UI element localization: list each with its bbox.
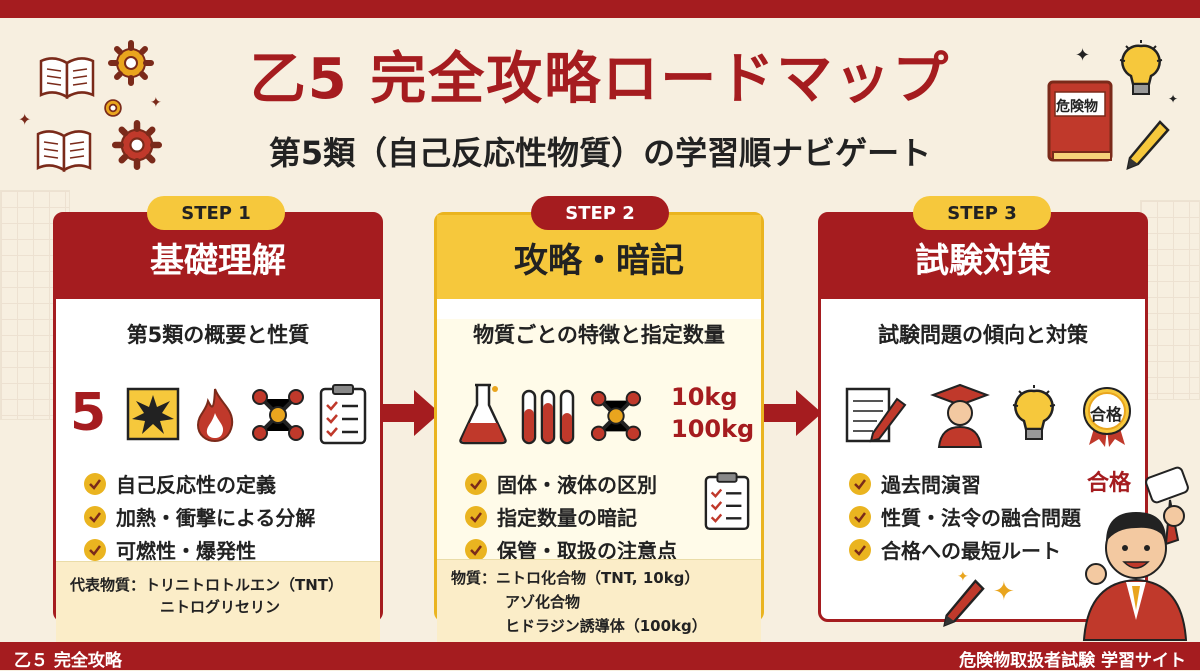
sparkle-icon: ✦ <box>993 577 1015 607</box>
check-icon <box>465 472 487 495</box>
pencil-icon <box>1126 120 1170 171</box>
lightbulb-icon <box>1012 385 1056 440</box>
step-icons-3: 合格 <box>821 381 1145 451</box>
footer-band: 乙５ 完全攻略 危険物取扱者試験 学習サイト <box>0 642 1200 671</box>
cheering-student-icon <box>1082 466 1189 641</box>
examples-label: 代表物質： <box>70 576 146 594</box>
clipboard-icon <box>704 472 750 531</box>
check-label: 指定数量の暗記 <box>497 506 637 530</box>
hazard-book-label: 危険物 <box>1056 99 1098 115</box>
exam-paper-icon <box>845 387 907 443</box>
number-five-icon: 5 <box>70 383 107 443</box>
step-icons-1: 5 <box>56 381 380 451</box>
check-icon <box>84 472 106 495</box>
step-badge-2: STEP 2 <box>531 196 669 230</box>
examples-label: 物質： <box>451 569 497 587</box>
example-item: ニトログリセリン <box>160 598 281 616</box>
step-body-2: 物質ごとの特徴と指定数量 <box>437 319 761 645</box>
check-icon <box>849 538 871 561</box>
step-card-1[interactable]: 基礎理解 第5類の概要と性質 5 <box>53 212 383 645</box>
flame-icon <box>196 388 234 443</box>
example-item: アゾ化合物 <box>505 593 581 611</box>
example-item: トリニトロトルエン（TNT） <box>145 576 344 594</box>
arrow-right-icon <box>764 390 822 436</box>
test-tubes-icon <box>521 389 575 445</box>
footer-right-text: 危険物取扱者試験 学習サイト <box>959 651 1186 671</box>
representative-substances-1: 代表物質：トリニトロトルエン（TNT） ニトログリセリン <box>56 561 380 645</box>
explosion-icon <box>126 387 180 441</box>
check-label: 固体・液体の区別 <box>497 473 657 497</box>
gear-icon <box>108 40 154 86</box>
quantity-100kg: 100kg <box>671 415 755 443</box>
gear-icon <box>104 99 122 117</box>
check-icon <box>849 505 871 528</box>
medal-label: 合格 <box>1090 405 1123 424</box>
check-label: 過去問演習 <box>881 473 981 497</box>
check-icon <box>849 472 871 495</box>
hazard-book-icon <box>1047 80 1113 162</box>
open-book-icon <box>36 130 92 173</box>
top-band <box>0 0 1200 18</box>
step-checklist-2: 固体・液体の区別 指定数量の暗記 保管・取扱の注意点 <box>465 467 677 566</box>
list-item: 指定数量の暗記 <box>465 500 677 533</box>
representative-substances-2: 物質：ニトロ化合物（TNT, 10kg） アゾ化合物 ヒドラジン誘導体（100k… <box>437 559 761 645</box>
page-title: 乙5 完全攻略ロードマップ <box>249 47 951 112</box>
open-book-icon <box>39 57 95 100</box>
pencil-icon <box>943 579 985 628</box>
graph-paper-decoration <box>1140 200 1200 400</box>
check-label: 自己反応性の定義 <box>116 473 276 497</box>
check-label: 性質・法令の融合問題 <box>881 506 1081 530</box>
sparkle-icon: ✦ <box>1168 92 1179 106</box>
list-item: 合格への最短ルート <box>849 533 1081 566</box>
example-item: ヒドラジン誘導体（100kg） <box>505 617 707 635</box>
molecule-icon <box>252 389 304 441</box>
check-icon <box>84 505 106 528</box>
step-body-3: 試験問題の傾向と対策 合格 合格 <box>821 319 1145 645</box>
check-icon <box>465 505 487 528</box>
list-item: 加熱・衝撃による分解 <box>84 500 315 533</box>
step-card-3[interactable]: 試験対策 試験問題の傾向と対策 合格 <box>818 212 1148 628</box>
step-subheading-3: 試験問題の傾向と対策 <box>878 323 1088 347</box>
page-subtitle: 第5類（自己反応性物質）の学習順ナビゲート <box>268 134 932 172</box>
check-icon <box>84 538 106 561</box>
sparkle-icon: ✦ <box>1075 45 1091 66</box>
flask-icon <box>459 383 507 445</box>
sparkle-icon: ✦ <box>150 95 162 111</box>
pass-medal-icon <box>1083 387 1131 447</box>
check-label: 可燃性・爆発性 <box>116 539 256 563</box>
molecule-icon <box>590 390 642 442</box>
sparkle-icon: ✦ <box>18 110 32 129</box>
footer-left-text: 乙５ 完全攻略 <box>14 651 122 671</box>
sparkle-icon: ✦ <box>957 569 969 585</box>
list-item: 固体・液体の区別 <box>465 467 677 500</box>
example-item: ニトロ化合物（TNT, 10kg） <box>496 569 700 587</box>
graduate-icon <box>930 383 990 448</box>
list-item: 性質・法令の融合問題 <box>849 500 1081 533</box>
list-item: 可燃性・爆発性 <box>84 533 315 566</box>
list-item: 自己反応性の定義 <box>84 467 315 500</box>
check-label: 加熱・衝撃による分解 <box>116 506 316 530</box>
arrow-right-icon <box>382 390 440 436</box>
step-icons-2: 10kg 100kg <box>437 381 761 451</box>
step-subheading-2: 物質ごとの特徴と指定数量 <box>473 323 725 347</box>
step-checklist-3: 過去問演習 性質・法令の融合問題 合格への最短ルート <box>849 467 1081 566</box>
quantity-10kg: 10kg <box>671 383 738 411</box>
pass-text: 合格 <box>1087 471 1132 496</box>
lightbulb-icon <box>1119 40 1163 95</box>
clipboard-icon <box>319 384 367 445</box>
check-label: 合格への最短ルート <box>881 539 1061 563</box>
step-card-2[interactable]: 攻略・暗記 物質ごとの特徴と指定数量 <box>434 212 764 645</box>
step-body-1: 第5類の概要と性質 5 <box>56 319 380 645</box>
step-checklist-1: 自己反応性の定義 加熱・衝撃による分解 可燃性・爆発性 <box>84 467 315 566</box>
step-subheading-1: 第5類の概要と性質 <box>126 323 310 347</box>
check-icon <box>465 538 487 561</box>
step-badge-1: STEP 1 <box>147 196 285 230</box>
step-badge-3: STEP 3 <box>913 196 1051 230</box>
list-item: 過去問演習 <box>849 467 1081 500</box>
gear-icon <box>112 120 163 171</box>
